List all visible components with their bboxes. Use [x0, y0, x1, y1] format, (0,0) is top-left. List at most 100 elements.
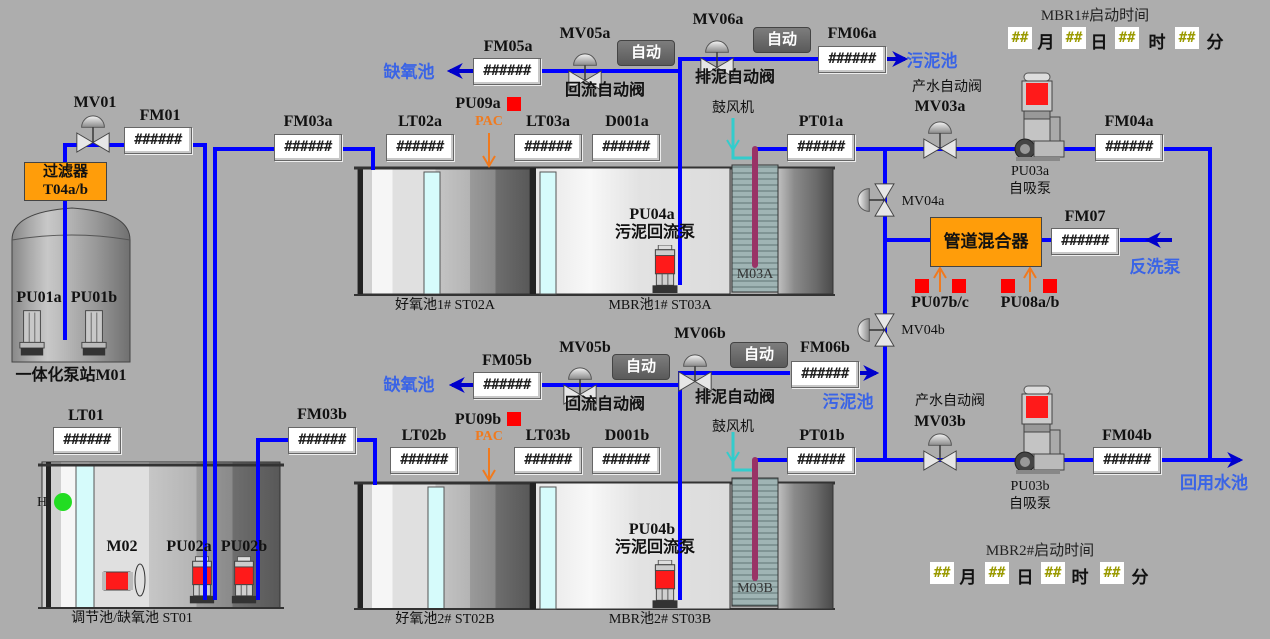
lt03b-display: ######	[514, 447, 582, 474]
pac-b-label: PAC	[475, 429, 503, 444]
mv06a-auto-button[interactable]: 自动	[753, 27, 811, 53]
pu09b-status-indicator[interactable]	[507, 412, 521, 426]
tank-st01	[38, 461, 284, 609]
pu04b-label: PU04b	[628, 521, 676, 538]
m02-label: M02	[106, 538, 138, 555]
pu08a-status-indicator[interactable]	[1001, 279, 1015, 293]
mbr1-hour-unit: 时	[1148, 33, 1166, 52]
pump-station-label: 一体化泵站M01	[15, 367, 127, 384]
filter-t04[interactable]: 过滤器 T04a/b	[24, 162, 107, 201]
mv01-label: MV01	[73, 94, 117, 111]
pump-pu04b[interactable]	[652, 560, 678, 608]
tank-st02a	[354, 166, 835, 296]
pu07c-status-indicator[interactable]	[952, 279, 966, 293]
d001a-label: D001a	[605, 113, 649, 130]
pu04b-name: 污泥回流泵	[614, 539, 696, 556]
mbr1-hour: ##	[1115, 27, 1139, 49]
pump-pu03a[interactable]	[1014, 72, 1065, 162]
mv06b-label: MV06b	[674, 325, 726, 342]
mbr2-minute: ##	[1100, 562, 1124, 584]
pump-pu03b[interactable]	[1014, 385, 1065, 475]
pu03b-name: 自吸泵	[1009, 497, 1051, 512]
mbr2-hour: ##	[1041, 562, 1065, 584]
mbr2-hour-unit: 时	[1071, 568, 1089, 587]
tank-st02b	[354, 481, 835, 610]
fm07-display: ######	[1051, 228, 1119, 255]
backwash-pump-label: 反洗泵	[1129, 257, 1181, 277]
blower-a-label: 鼓风机	[712, 101, 754, 116]
lt03b-label: LT03b	[525, 427, 571, 444]
st03a-label: MBR池1# ST03A	[608, 298, 712, 313]
mixer-m02[interactable]	[102, 563, 146, 597]
fm01-display: ######	[124, 127, 192, 154]
fm06a-display: ######	[818, 46, 886, 73]
pump-pu01a[interactable]	[19, 310, 45, 356]
mbr2-start-time-title: MBR2#启动时间	[985, 543, 1095, 559]
pu04a-label: PU04a	[629, 206, 675, 223]
pu09a-status-indicator[interactable]	[507, 97, 521, 111]
pu04a-name: 污泥回流泵	[614, 224, 696, 241]
mv05a-auto-button[interactable]: 自动	[617, 40, 675, 66]
valve-mv03a[interactable]	[923, 121, 957, 159]
pu03a-name: 自吸泵	[1009, 182, 1051, 197]
pu03a-label: PU03a	[1010, 164, 1050, 179]
pu07-label: PU07b/c	[911, 294, 969, 311]
lt01-display: ######	[53, 427, 121, 454]
fm04b-label: FM04b	[1102, 427, 1152, 444]
fm05b-display: ######	[473, 372, 541, 399]
blower-air-lines	[726, 118, 758, 581]
m03a-label: M03A	[736, 267, 774, 282]
valve-mv04b[interactable]	[857, 313, 895, 347]
fm05a-display: ######	[473, 58, 541, 85]
pump-station-m01	[11, 207, 131, 363]
st01-label: 调节池/缺氧池 ST01	[71, 611, 193, 626]
fm03b-label: FM03b	[297, 406, 347, 423]
mbr2-month-unit: 月	[959, 568, 977, 587]
mbr2-day-unit: 日	[1016, 568, 1034, 587]
mv05b-label: MV05b	[559, 339, 611, 356]
dosing-arrows	[482, 133, 1037, 482]
fm04a-label: FM04a	[1104, 113, 1154, 130]
dest-anoxic-a: 缺氧池	[383, 62, 435, 82]
fm04b-display: ######	[1093, 447, 1161, 474]
pump-pu01b[interactable]	[81, 310, 107, 356]
reuse-pool-label: 回用水池	[1180, 473, 1248, 493]
dest-sludge-b: 污泥池	[822, 392, 874, 412]
product-valve-b-name: 产水自动阀	[915, 394, 985, 409]
mv04b-label: MV04b	[901, 323, 945, 338]
st02b-label: 好氧池2# ST02B	[395, 612, 495, 627]
mbr1-day: ##	[1062, 27, 1086, 49]
filter-name: 过滤器	[42, 164, 88, 180]
pu01b-label: PU01b	[70, 289, 118, 306]
fm06a-label: FM06a	[827, 25, 877, 42]
mv03a-label: MV03a	[914, 98, 966, 115]
pump-pu02a[interactable]	[189, 556, 215, 604]
mbr1-month: ##	[1008, 27, 1032, 49]
fm05a-label: FM05a	[483, 38, 533, 55]
level-h-label: H	[36, 495, 48, 510]
return-valve-b-name: 回流自动阀	[564, 396, 646, 413]
tank-st03b	[529, 477, 834, 610]
mv06a-label: MV06a	[692, 11, 744, 28]
dest-anoxic-b: 缺氧池	[383, 375, 435, 395]
fm06b-label: FM06b	[800, 339, 850, 356]
sludge-valve-a-name: 排泥自动阀	[694, 69, 776, 86]
mv06b-auto-button[interactable]: 自动	[730, 342, 788, 368]
fm04a-display: ######	[1095, 134, 1163, 161]
mbr2-minute-unit: 分	[1131, 568, 1149, 587]
pu08b-status-indicator[interactable]	[1043, 279, 1057, 293]
lt03a-label: LT03a	[526, 113, 570, 130]
fm01-label: FM01	[139, 107, 181, 124]
valve-mv04a[interactable]	[857, 183, 895, 217]
pu07b-status-indicator[interactable]	[915, 279, 929, 293]
lt02a-display: ######	[386, 134, 454, 161]
lt02b-label: LT02b	[401, 427, 447, 444]
pipe-mixer[interactable]: 管道混合器	[930, 217, 1042, 267]
pump-pu04a[interactable]	[652, 245, 678, 293]
d001b-display: ######	[592, 447, 660, 474]
pt01b-label: PT01b	[799, 427, 845, 444]
pump-pu02b[interactable]	[231, 556, 257, 604]
mv05a-label: MV05a	[559, 25, 611, 42]
mv05b-auto-button[interactable]: 自动	[612, 354, 670, 380]
valve-mv03b[interactable]	[923, 433, 957, 471]
